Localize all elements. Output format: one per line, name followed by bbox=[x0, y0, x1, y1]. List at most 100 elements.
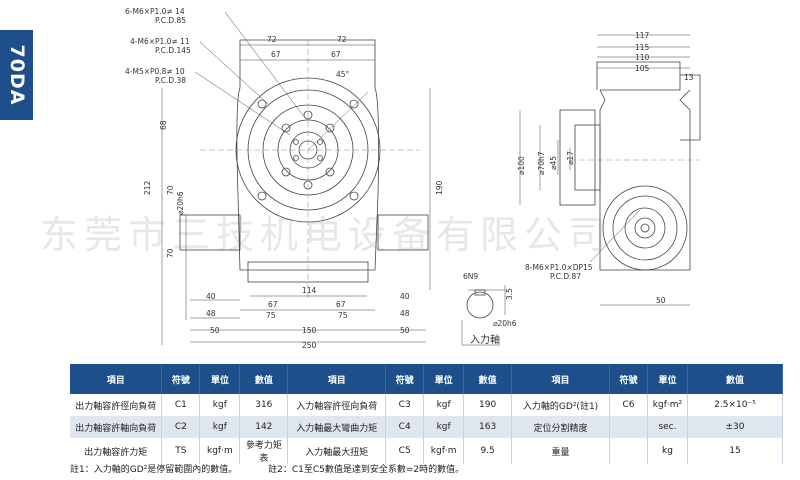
dim-phi70h7: ⌀70h7 bbox=[537, 151, 546, 175]
dim-70b: 70 bbox=[166, 248, 175, 258]
table-cell: 入力軸最大扭矩 bbox=[287, 438, 387, 464]
dim-6n9: 6N9 bbox=[463, 272, 478, 281]
dim-150: 150 bbox=[302, 326, 317, 335]
table-row: 出力軸容許徑向負荷 C1 kgf 316 入力軸容許徑向負荷 C3 kgf 19… bbox=[70, 394, 784, 416]
table-cell: kgf bbox=[423, 394, 465, 416]
table-cell: 15 bbox=[687, 438, 784, 464]
dim-115: 115 bbox=[635, 43, 650, 52]
left-shaft-housing bbox=[179, 214, 241, 251]
table-cell: 9.5 bbox=[463, 438, 513, 464]
th-symbol-2: 符號 bbox=[385, 364, 425, 394]
table-cell: ±30 bbox=[687, 416, 784, 438]
dim-75a: 75 bbox=[266, 311, 276, 320]
table-cell: kgf·m² bbox=[647, 394, 688, 416]
callout-2a: 4-M6×P1.0≠ 11 bbox=[130, 37, 190, 46]
technical-drawing: 6-M6×P1.0≠ 14 P.C.D.85 4-M6×P1.0≠ 11 P.C… bbox=[125, 7, 701, 350]
table-cell bbox=[609, 416, 648, 438]
dim-50b: 50 bbox=[400, 326, 410, 335]
table-cell: 參考力矩表 bbox=[239, 438, 289, 464]
table-cell: C1 bbox=[161, 394, 201, 416]
callout-1a: 6-M6×P1.0≠ 14 bbox=[125, 7, 185, 16]
dim-190: 190 bbox=[435, 180, 444, 195]
table-cell: 163 bbox=[463, 416, 513, 438]
dim-13: 13 bbox=[684, 73, 694, 82]
dim-48b: 48 bbox=[400, 309, 410, 318]
table-cell: 2.5×10⁻⁵ bbox=[687, 394, 784, 416]
table-cell: 重量 bbox=[511, 438, 611, 464]
dim-212: 212 bbox=[143, 180, 152, 195]
dim-70a: 70 bbox=[166, 185, 175, 195]
table-cell: C6 bbox=[609, 394, 648, 416]
table-cell bbox=[609, 438, 648, 464]
th-value-2: 數值 bbox=[463, 364, 513, 394]
th-value-1: 數值 bbox=[239, 364, 289, 394]
watermark: 东莞市三技机电设备有限公司 bbox=[40, 213, 613, 257]
table-cell: C5 bbox=[385, 438, 425, 464]
table-cell: TS bbox=[161, 438, 201, 464]
th-symbol-3: 符號 bbox=[609, 364, 648, 394]
dim-20h6: ⌀20h6 bbox=[176, 191, 185, 215]
note-2: 註2：C1至C5數值是達到安全系數=2時的數值。 bbox=[268, 465, 465, 475]
input-shaft-section bbox=[466, 291, 494, 319]
dim-angle: 45° bbox=[336, 70, 350, 79]
th-item-2: 項目 bbox=[287, 364, 387, 394]
dim-75b: 75 bbox=[338, 311, 348, 320]
side-outer-flange bbox=[602, 185, 688, 271]
model-tab: 70DA bbox=[0, 30, 33, 120]
dim-phi100: ⌀100 bbox=[517, 156, 526, 175]
table-cell: 出力軸容許軸向負荷 bbox=[70, 416, 163, 438]
dim-67b: 67 bbox=[331, 50, 341, 59]
table-cell: sec. bbox=[647, 416, 688, 438]
th-symbol-1: 符號 bbox=[161, 364, 201, 394]
dim-105: 105 bbox=[635, 64, 650, 73]
front-body bbox=[236, 87, 379, 271]
dim-110: 110 bbox=[635, 53, 650, 62]
dim-68: 68 bbox=[159, 120, 168, 130]
dim-50-side: 50 bbox=[656, 296, 666, 305]
table-cell: kgf·m bbox=[423, 438, 465, 464]
table-cell: kgf bbox=[423, 416, 465, 438]
table-cell: C4 bbox=[385, 416, 425, 438]
dim-114: 114 bbox=[302, 286, 317, 295]
table-header-row: 項目 符號 單位 數值 項目 符號 單位 數值 項目 符號 單位 數值 bbox=[70, 364, 784, 394]
right-shaft-housing bbox=[377, 214, 429, 251]
table-cell: 入力軸最大彎曲力矩 bbox=[287, 416, 387, 438]
table-cell: kgf bbox=[199, 394, 241, 416]
th-unit-3: 單位 bbox=[647, 364, 688, 394]
table-cell: 定位分割精度 bbox=[511, 416, 611, 438]
dim-67c: 67 bbox=[268, 300, 278, 309]
table-cell: 190 bbox=[463, 394, 513, 416]
table-cell: kg bbox=[647, 438, 688, 464]
input-shaft-label: 入力軸 bbox=[470, 333, 500, 346]
table-row: 出力軸容許軸向負荷 C2 kgf 142 入力軸最大彎曲力矩 C4 kgf 16… bbox=[70, 416, 784, 438]
dim-50a: 50 bbox=[210, 326, 220, 335]
table-cell: 入力軸的GD²(註1) bbox=[511, 394, 611, 416]
dim-40a: 40 bbox=[206, 292, 216, 301]
callout-2b: P.C.D.145 bbox=[155, 46, 191, 55]
table-cell: 入力軸容許徑向負荷 bbox=[287, 394, 387, 416]
footnotes: 註1：入力軸的GD²是停留範圍內的數值。 註2：C1至C5數值是達到安全系數=2… bbox=[70, 462, 492, 475]
dim-phi17: ⌀17 bbox=[566, 151, 575, 165]
table-cell: 出力軸容許徑向負荷 bbox=[70, 394, 163, 416]
callout-3b: P.C.D.38 bbox=[155, 76, 186, 85]
th-item-3: 項目 bbox=[511, 364, 611, 394]
dim-40b: 40 bbox=[400, 292, 410, 301]
dim-72a: 72 bbox=[267, 35, 277, 44]
dim-67a: 67 bbox=[271, 50, 281, 59]
dim-72b: 72 bbox=[337, 35, 347, 44]
callout-3a: 4-M5×P0.8≠ 10 bbox=[125, 67, 185, 76]
dim-20h6-input: ⌀20h6 bbox=[493, 319, 517, 328]
table-cell: 142 bbox=[239, 416, 289, 438]
callout-1b: P.C.D.85 bbox=[155, 16, 186, 25]
table-cell: 出力軸容許力矩 bbox=[70, 438, 163, 464]
dim-3-5: 3.5 bbox=[505, 288, 514, 300]
th-unit-1: 單位 bbox=[199, 364, 241, 394]
table-cell: C3 bbox=[385, 394, 425, 416]
table-row: 出力軸容許力矩 TS kgf·m 參考力矩表 入力軸最大扭矩 C5 kgf·m … bbox=[70, 438, 784, 464]
th-value-3: 數值 bbox=[687, 364, 784, 394]
front-top-housing bbox=[239, 39, 376, 88]
dim-phi45: ⌀45 bbox=[549, 156, 558, 170]
dim-250: 250 bbox=[302, 341, 317, 350]
note-1: 註1：入力軸的GD²是停留範圍內的數值。 bbox=[70, 465, 238, 475]
table-cell: 316 bbox=[239, 394, 289, 416]
